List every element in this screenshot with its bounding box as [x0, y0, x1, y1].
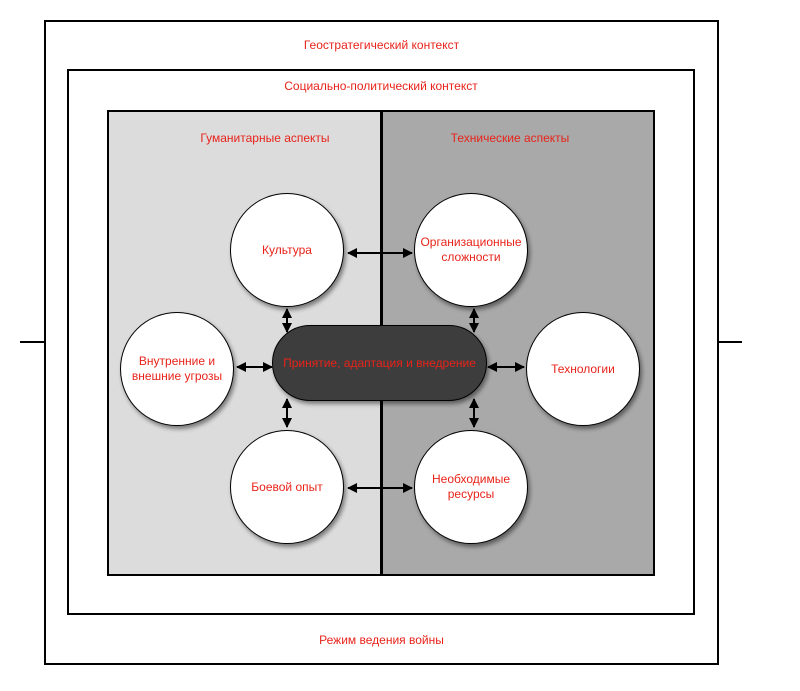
center-node: Принятие, адаптация и внедрение	[272, 325, 487, 401]
right-tick	[718, 341, 742, 343]
node-threats: Внутренние и внешние угрозы	[120, 312, 234, 426]
node-resources: Необходимые ресурсы	[414, 430, 528, 544]
middle-frame	[67, 69, 695, 615]
geostrategic-label: Геостратегический контекст	[303, 38, 460, 52]
humanitarian-label: Гуманитарные аспекты	[200, 131, 330, 145]
node-resources-label: Необходимые ресурсы	[431, 472, 511, 501]
left-tick	[20, 341, 45, 343]
outer-frame	[44, 20, 719, 665]
node-tech-label: Технологии	[551, 361, 615, 376]
node-culture-label: Культура	[262, 242, 312, 257]
node-threats-label: Внутренние и внешние угрозы	[131, 354, 223, 383]
sociopolitical-label: Социально-политический контекст	[284, 79, 478, 93]
node-combat-label: Боевой опыт	[251, 479, 323, 494]
node-org-label: Организационные сложности	[420, 235, 522, 264]
war-mode-label: Режим ведения войны	[319, 633, 444, 647]
node-combat-experience: Боевой опыт	[230, 430, 344, 544]
node-technologies: Технологии	[526, 312, 640, 426]
node-org-complexity: Организационные сложности	[414, 193, 528, 307]
center-node-label: Принятие, адаптация и внедрение	[283, 356, 476, 370]
node-culture: Культура	[230, 193, 344, 307]
technical-label: Технические аспекты	[450, 131, 570, 145]
